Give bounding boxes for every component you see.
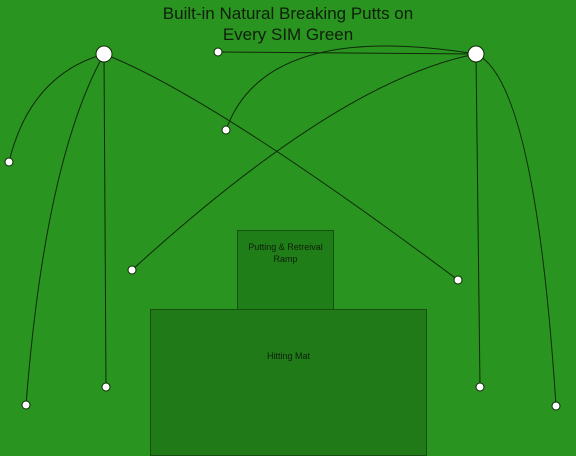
hole-bottom-right (551, 401, 561, 411)
hitting-mat-label: Hitting Mat (266, 351, 310, 361)
putt-line-top-connector (217, 51, 477, 55)
diagram-title-line-2: Every SIM Green (222, 25, 354, 44)
diagram-title-line-1: Built-in Natural Breaking Putts on (162, 4, 414, 23)
hole-left-middle (127, 265, 137, 275)
hole-left-lower (101, 382, 111, 392)
hitting-mat: Hitting Mat (150, 309, 427, 456)
putt-line-right-to-center (225, 45, 477, 131)
putt-line-left-far-left (8, 53, 105, 163)
tee-ball-right (467, 45, 485, 63)
putt-line-left-diagonal (103, 53, 459, 281)
hole-right-lower (475, 382, 485, 392)
putt-line-left-bottom (25, 53, 105, 406)
putt-line-left-straight (103, 53, 107, 388)
hole-bottom-left (21, 400, 31, 410)
hole-far-left (4, 157, 14, 167)
putt-line-right-diagonal (131, 53, 477, 271)
hole-center (221, 125, 231, 135)
hole-top-center (213, 47, 223, 57)
putt-line-right-far-right (475, 53, 557, 407)
ramp-label-line-2: Ramp (273, 254, 298, 264)
putt-line-right-straight (475, 53, 481, 388)
tee-ball-left (95, 45, 113, 63)
putting-retrieval-ramp: Putting & Retreival Ramp (237, 230, 334, 310)
hole-right-middle (453, 275, 463, 285)
ramp-label-line-1: Putting & Retreival (248, 242, 323, 252)
diagram-title: Built-in Natural Breaking Putts on Every… (0, 3, 576, 45)
